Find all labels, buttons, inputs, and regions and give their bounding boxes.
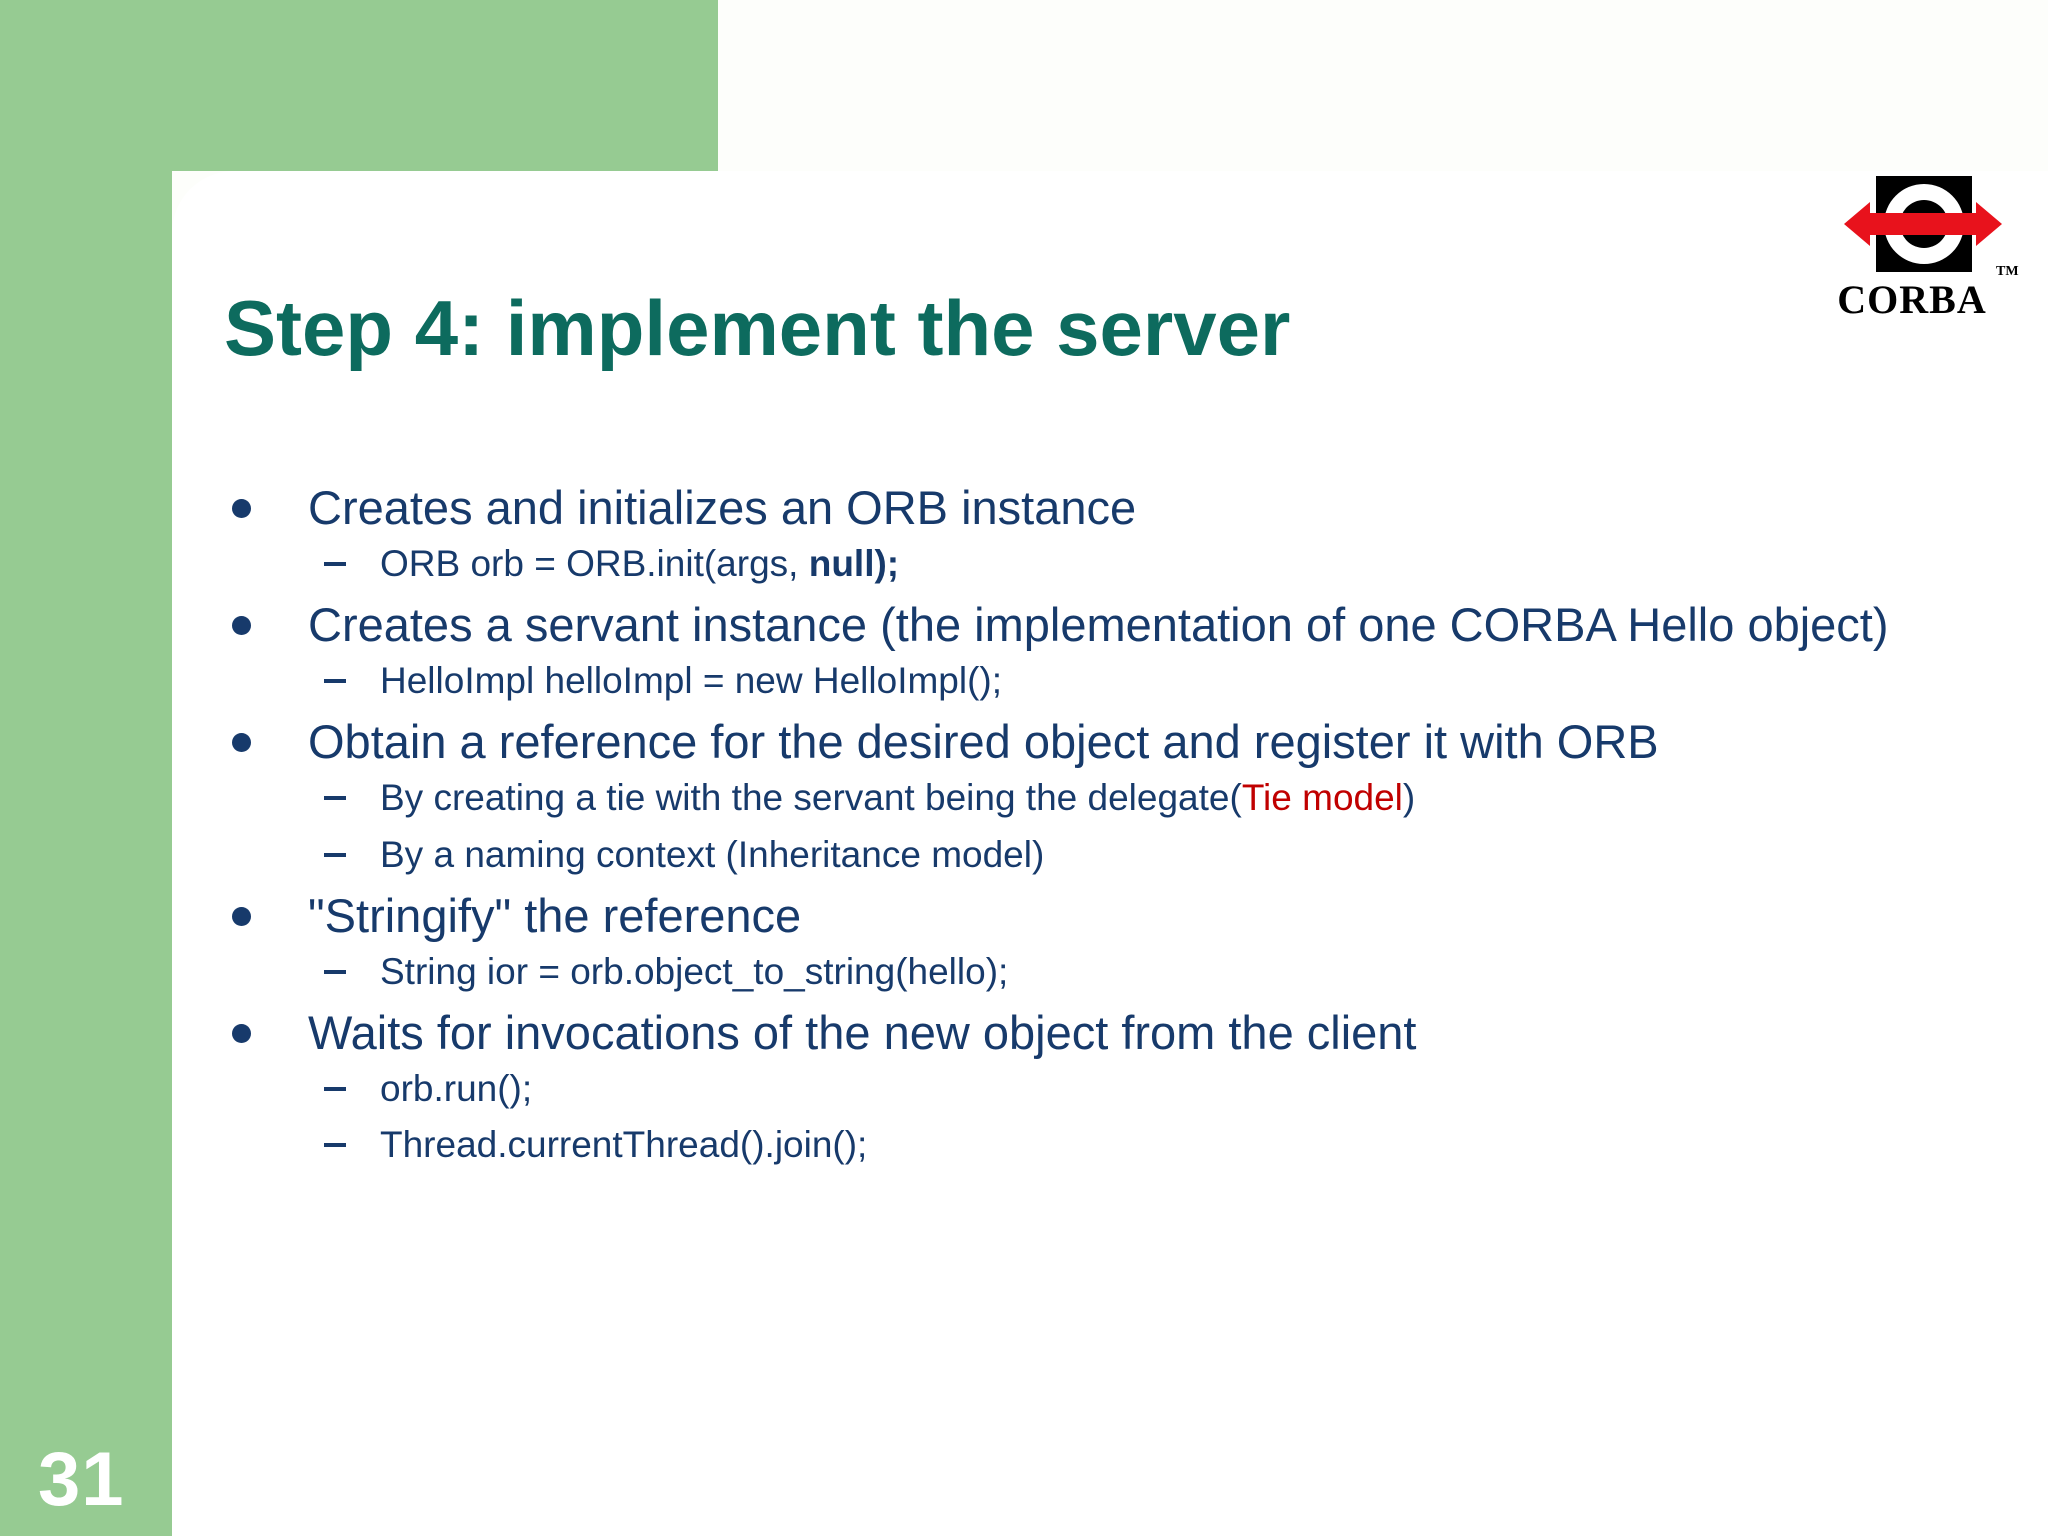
green-left-strip bbox=[0, 0, 172, 1536]
bullet-disc-icon bbox=[232, 907, 251, 927]
bullet-level1-text: Waits for invocations of the new object … bbox=[308, 1006, 1417, 1060]
bullet-item-level1: Creates and initializes an ORB instance bbox=[222, 481, 2012, 535]
corba-wordmark: CORBA bbox=[1837, 277, 1987, 322]
corba-trademark-symbol: TM bbox=[1996, 264, 2019, 279]
bullet-level2-text: orb.run(); bbox=[380, 1067, 533, 1109]
bullet-item-level2: By creating a tie with the servant being… bbox=[222, 777, 2012, 820]
bullet-dash-icon bbox=[324, 1143, 346, 1148]
bullet-dash-icon bbox=[324, 678, 346, 683]
bullet-level1-text: "Stringify" the reference bbox=[308, 889, 802, 943]
bullet-list: Creates and initializes an ORB instance … bbox=[222, 481, 2012, 1181]
bullet-level2-emphasis: null); bbox=[808, 542, 900, 584]
bullet-disc-icon bbox=[232, 1024, 251, 1044]
bullet-level2-text: HelloImpl helloImpl = new HelloImpl(); bbox=[380, 659, 1003, 701]
bullet-item-level1: Obtain a reference for the desired objec… bbox=[222, 716, 2012, 769]
bullet-level2-suffix: ) bbox=[1402, 776, 1416, 818]
bullet-level2-text: By a naming context (Inheritance model) bbox=[380, 833, 1045, 875]
bullet-dash-icon bbox=[324, 852, 346, 857]
corba-arrow-bar-icon bbox=[1870, 213, 1980, 235]
bullet-level1-text: Creates a servant instance (the implemen… bbox=[308, 598, 1889, 652]
bullet-item-level2: HelloImpl helloImpl = new HelloImpl(); bbox=[222, 660, 2012, 703]
bullet-dash-icon bbox=[324, 969, 346, 974]
bullet-item-level2: By a naming context (Inheritance model) bbox=[222, 834, 2012, 877]
bullet-item-level2: Thread.currentThread().join(); bbox=[222, 1124, 2012, 1167]
corba-arrow-right-icon bbox=[1976, 202, 2002, 246]
bullet-level1-text: Creates and initializes an ORB instance bbox=[308, 481, 1137, 534]
corba-logo: TM CORBA bbox=[1834, 176, 2019, 336]
bullet-item-level1: Creates a servant instance (the implemen… bbox=[222, 598, 2012, 652]
bullet-item-level2: ORB orb = ORB.init(args, null); bbox=[222, 543, 2012, 586]
page-number: 31 bbox=[38, 1437, 125, 1522]
bullet-level2-text: Thread.currentThread().join(); bbox=[380, 1124, 868, 1166]
bullet-disc-icon bbox=[232, 499, 251, 518]
bullet-dash-icon bbox=[324, 561, 346, 566]
bullet-disc-icon bbox=[232, 616, 251, 636]
bullet-level2-text: ORB orb = ORB.init(args, bbox=[380, 542, 809, 584]
corba-arrow-left-icon bbox=[1844, 202, 1870, 246]
bullet-level1-text: Obtain a reference for the desired objec… bbox=[308, 715, 1659, 769]
page-title: Step 4: implement the server bbox=[224, 284, 1291, 372]
bullet-item-level2: orb.run(); bbox=[222, 1068, 2012, 1111]
bullet-item-level1: "Stringify" the reference bbox=[222, 889, 2012, 943]
bullet-level2-text: By creating a tie with the servant being… bbox=[380, 776, 1242, 818]
bullet-item-level1: Waits for invocations of the new object … bbox=[222, 1006, 2012, 1060]
bullet-item-level2: String ior = orb.object_to_string(hello)… bbox=[222, 951, 2012, 994]
bullet-level2-highlight: Tie model bbox=[1241, 776, 1403, 818]
bullet-dash-icon bbox=[324, 1086, 346, 1091]
corba-logo-mark: TM bbox=[1844, 176, 2019, 294]
bullet-disc-icon bbox=[232, 733, 251, 753]
bullet-dash-icon bbox=[324, 795, 346, 800]
white-content-panel bbox=[172, 171, 2048, 1536]
bullet-level2-text: String ior = orb.object_to_string(hello)… bbox=[380, 950, 1009, 992]
